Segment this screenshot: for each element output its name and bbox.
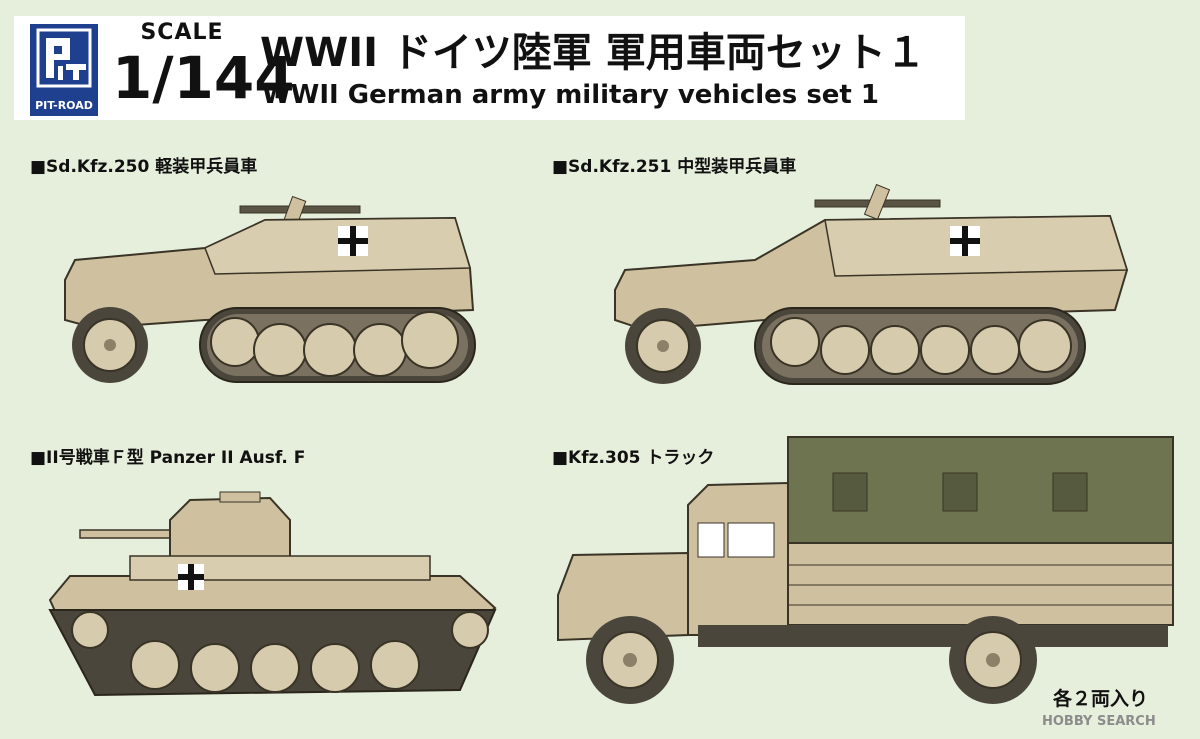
- panzer2-illustration: [48, 491, 497, 697]
- sdkfz251-illustration: [614, 183, 1129, 385]
- title-japanese: WWII ドイツ陸軍 軍用車両セット１: [260, 30, 926, 76]
- vehicle-label-sdkfz251: ■Sd.Kfz.251 中型装甲兵員車: [552, 157, 797, 177]
- header-banner: PIT-ROAD SCALE 1/144 WWII ドイツ陸軍 軍用車両セット１…: [14, 16, 965, 120]
- title-english: WWII German army military vehicles set 1: [262, 80, 880, 110]
- sdkfz250-illustration: [64, 195, 476, 383]
- vehicle-label-sdkfz250: ■Sd.Kfz.250 軽装甲兵員車: [30, 157, 258, 177]
- vehicle-label-panzer2: ■II号戦車Ｆ型 Panzer II Ausf. F: [30, 448, 306, 468]
- pit-road-logo-icon: [36, 28, 92, 88]
- watermark: HOBBY SEARCH: [1042, 714, 1156, 729]
- vehicle-label-kfz305: ■Kfz.305 トラック: [552, 448, 715, 468]
- balkenkreuz-icon: [950, 226, 980, 256]
- quantity-note: 各２両入り: [1053, 688, 1149, 710]
- scale-label: SCALE: [140, 20, 224, 45]
- kfz305-illustration: [557, 436, 1174, 704]
- balkenkreuz-icon: [338, 226, 368, 256]
- balkenkreuz-icon: [178, 564, 204, 590]
- scale-value: 1/144: [112, 44, 295, 112]
- pit-road-logo: PIT-ROAD: [30, 24, 98, 116]
- logo-text: PIT-ROAD: [35, 99, 93, 112]
